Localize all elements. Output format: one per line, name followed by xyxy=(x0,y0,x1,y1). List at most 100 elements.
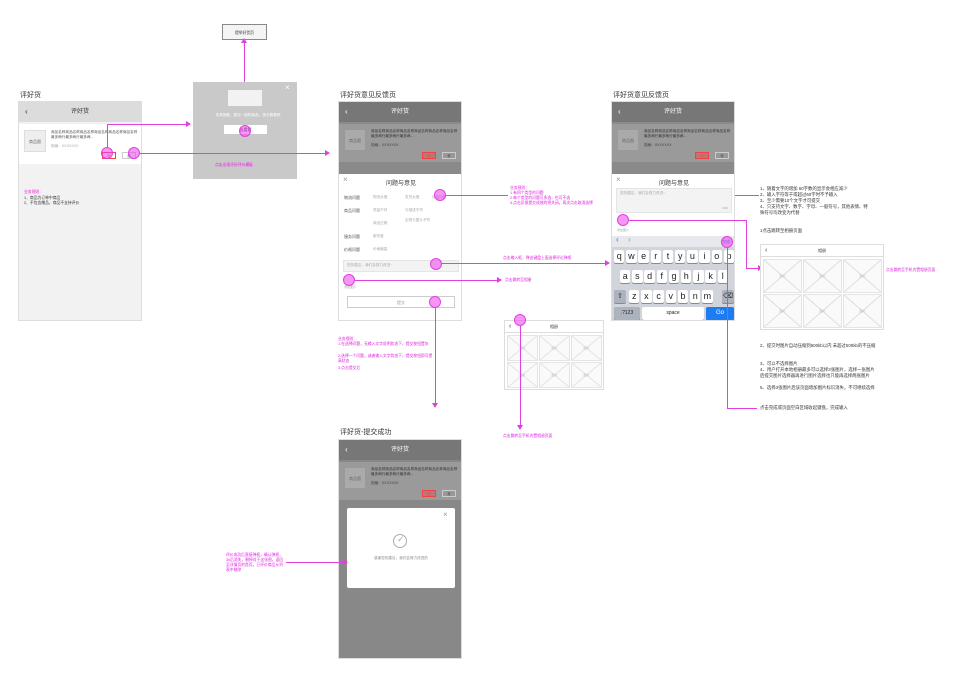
good-button-fb1[interactable]: 好 xyxy=(422,152,436,159)
right-note-3: 3、至少需要10个文字才可提交 xyxy=(760,198,821,203)
gallery-cell-label: 图片 xyxy=(519,373,526,377)
key-p[interactable]: p xyxy=(723,250,734,263)
num-key[interactable]: .?123 xyxy=(614,307,640,320)
tag-service-1[interactable]: 服务差 xyxy=(373,234,384,238)
key-i[interactable]: i xyxy=(699,250,710,263)
tag-product-3[interactable]: 实物与图片不符 xyxy=(405,218,431,222)
close-icon-sheet-2[interactable]: × xyxy=(616,175,621,184)
key-r[interactable]: r xyxy=(650,250,661,263)
tag-product-1[interactable]: 质量不好 xyxy=(373,208,388,212)
product-desc-fb1: 商品名称商品名称商品名称商品名称商品名称商品名称最多两行最多两行最多两... xyxy=(371,129,458,138)
gallery-cell[interactable]: 图片 xyxy=(539,335,570,361)
tag-price-1[interactable]: 价格偏高 xyxy=(373,247,388,251)
back-icon-gallery[interactable]: ‹ xyxy=(509,323,512,330)
gallery-cell[interactable]: 图片 xyxy=(539,362,570,388)
key-j[interactable]: j xyxy=(693,270,704,283)
sheet-title-2: 问题与意见 xyxy=(658,181,689,187)
key-a[interactable]: a xyxy=(620,270,631,283)
good-button-fb2[interactable]: 好 xyxy=(695,152,709,159)
key-w[interactable]: w xyxy=(626,250,637,263)
arrow-down-icon-2 xyxy=(517,425,523,430)
biz-rules2-3: 3.点击提交后 xyxy=(338,366,361,370)
gallery-cell[interactable]: 图片 xyxy=(803,259,842,293)
tag-logistics-1[interactable]: 物流太慢 xyxy=(373,195,388,199)
chevron-right-icon[interactable]: › xyxy=(628,235,631,244)
space-key[interactable]: space xyxy=(642,307,704,320)
backspace-key[interactable]: ⌫ xyxy=(722,290,734,303)
key-b[interactable]: b xyxy=(677,290,689,303)
key-z[interactable]: z xyxy=(629,290,640,303)
gallery-cell-label: 图片 xyxy=(819,274,826,278)
gallery-cell[interactable]: 图片 xyxy=(843,294,882,328)
close-icon[interactable]: × xyxy=(285,83,290,92)
key-f[interactable]: f xyxy=(656,270,667,283)
bad-button-fb1[interactable]: 差 xyxy=(442,152,456,159)
bad-button-success[interactable]: 差 xyxy=(442,490,456,497)
go-key[interactable]: Go xyxy=(706,307,734,320)
shift-key[interactable]: ⇧ xyxy=(614,290,626,303)
chevron-left-icon[interactable]: ‹ xyxy=(616,235,619,244)
keyboard-toolbar: ‹ › 完成 xyxy=(612,235,734,247)
good-button-success[interactable]: 好 xyxy=(422,490,436,497)
key-g[interactable]: g xyxy=(668,270,680,283)
gallery-cell[interactable]: 图片 xyxy=(507,362,538,388)
key-d[interactable]: d xyxy=(644,270,655,283)
key-u[interactable]: u xyxy=(687,250,698,263)
key-t[interactable]: t xyxy=(662,250,674,263)
tag-logistics-2[interactable]: 发货太慢 xyxy=(405,195,420,199)
gallery-cell[interactable]: 图片 xyxy=(571,335,602,361)
submit-button[interactable]: 提交 xyxy=(347,296,455,308)
gallery-cell[interactable]: 图片 xyxy=(763,294,802,328)
back-icon-fb2[interactable]: ‹ xyxy=(618,107,621,116)
close-icon-sheet[interactable]: × xyxy=(343,175,348,184)
back-icon-gallery-2[interactable]: ‹ xyxy=(765,247,768,254)
hotspot-photo xyxy=(343,274,355,286)
back-icon-fb1[interactable]: ‹ xyxy=(345,107,348,116)
gallery-cell[interactable]: 图片 xyxy=(803,294,842,328)
key-m[interactable]: m xyxy=(702,290,713,303)
bad-button-fb2[interactable]: 差 xyxy=(715,152,729,159)
gallery-cell[interactable]: 图片 xyxy=(843,259,882,293)
connector-done-v xyxy=(727,248,728,408)
close-icon-modal[interactable]: × xyxy=(443,510,448,519)
success-left-note: 评价成功后直接弹框，确认弹框，3s后消失，删掉对于这张图，返回至详情页的首页。已… xyxy=(226,553,284,572)
check-circle-icon: ✓ xyxy=(393,534,407,548)
popup-image xyxy=(228,90,262,106)
key-n[interactable]: n xyxy=(690,290,701,303)
flow-note-1: 点击出现评好评价模板 xyxy=(215,163,253,167)
key-q[interactable]: q xyxy=(614,250,625,263)
back-icon[interactable]: ‹ xyxy=(25,107,28,116)
arrow-right-icon-4 xyxy=(497,277,502,283)
key-x[interactable]: x xyxy=(641,290,652,303)
key-s[interactable]: s xyxy=(632,270,643,283)
check-mark: ✓ xyxy=(397,534,405,544)
add-photo-label[interactable]: 添加图片 xyxy=(344,285,357,289)
key-o[interactable]: o xyxy=(711,250,722,263)
arrow-up-icon xyxy=(241,38,247,43)
back-icon-success[interactable]: ‹ xyxy=(345,445,348,454)
key-k[interactable]: k xyxy=(705,270,716,283)
key-c[interactable]: c xyxy=(653,290,664,303)
tag-product-4[interactable]: 商品过期 xyxy=(373,221,388,225)
gallery-header-2: ‹ 相册 xyxy=(761,245,883,257)
tag-product-2[interactable]: 与描述不符 xyxy=(405,208,423,212)
product-desc-fb2: 商品名称商品名称商品名称商品名称商品名称商品名称最多两行最多两行最多两... xyxy=(644,129,731,138)
key-y[interactable]: y xyxy=(675,250,686,263)
key-h[interactable]: h xyxy=(681,270,692,283)
key-l[interactable]: l xyxy=(717,270,728,283)
gallery-cell[interactable]: 图片 xyxy=(507,335,538,361)
gallery-header: ‹ 相册 xyxy=(505,321,603,333)
gallery-cell[interactable]: 图片 xyxy=(763,259,802,293)
row-label-price: 价格问题 xyxy=(344,247,360,252)
key-e[interactable]: e xyxy=(638,250,649,263)
feedback-input-placeholder: 您的建议，我们会努力改进~ xyxy=(347,263,393,267)
success-phone: ‹ 评好货 商品图 商品名称商品名称商品名称商品名称商品名称商品名称最多两行最多… xyxy=(338,439,462,659)
gallery-cell[interactable]: 图片 xyxy=(571,362,602,388)
right-note-2: 2、输入字符等于或超过60字时不予输入 xyxy=(760,192,838,197)
product-thumb-success: 商品图 xyxy=(344,467,366,489)
add-photo-label-2[interactable]: 添加图片 xyxy=(617,228,630,232)
key-v[interactable]: v xyxy=(665,290,676,303)
feedback-input-2[interactable]: 您的建议，我们会努力改进~ 0/60 xyxy=(616,188,732,213)
row-label-service: 服务问题 xyxy=(344,234,360,239)
gallery-cell-label: 图片 xyxy=(819,309,826,313)
